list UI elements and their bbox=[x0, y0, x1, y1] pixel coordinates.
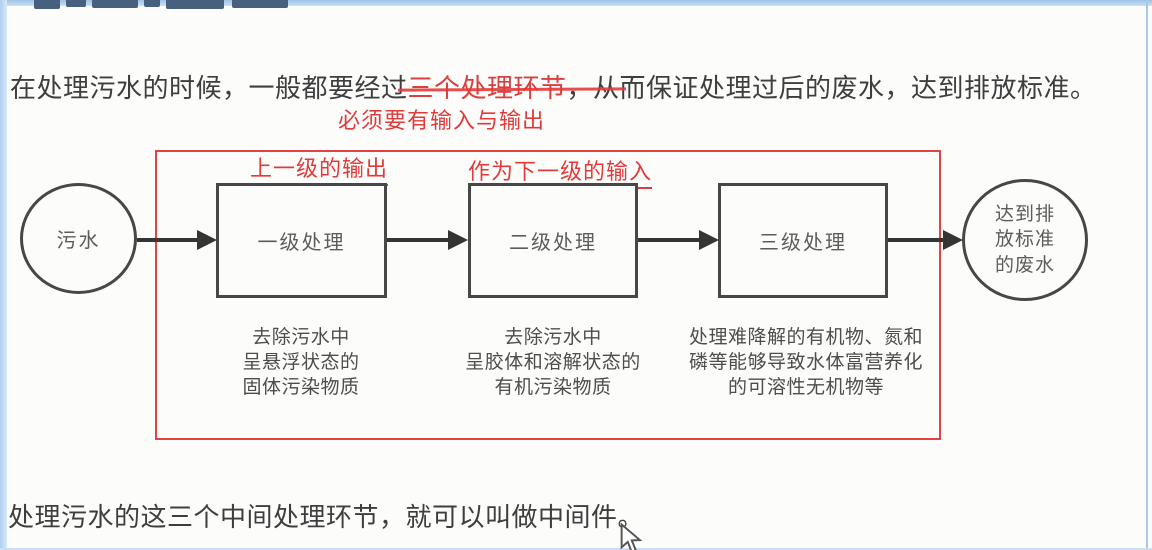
arrow-line bbox=[638, 238, 701, 242]
stage-3-description: 处理难降解的有机物、氮和 磷等能够导致水体富营养化 的可溶性无机物等 bbox=[688, 327, 923, 399]
flow-node-stage-2: 二级处理 bbox=[468, 183, 638, 298]
intro-text-post: ，从而保证处理过后的废水，达到排放标准。 bbox=[566, 73, 1097, 103]
intro-sentence: 在处理污水的时候，一般都要经过三个处理环节，从而保证处理过后的废水，达到排放标准… bbox=[10, 68, 1097, 105]
mouse-cursor-icon bbox=[620, 522, 643, 550]
arrow-line bbox=[387, 238, 450, 242]
arrow-line bbox=[888, 238, 945, 242]
annotation-upper-output: 上一级的输出 bbox=[250, 151, 389, 186]
flow-node-sink-label: 达到排 放标准 的废水 bbox=[994, 203, 1055, 276]
frame-top-border bbox=[0, 0, 1152, 6]
footer-sentence: 处理污水的这三个中间处理环节，就可以叫做中间件。 bbox=[8, 502, 645, 532]
frame-right-border bbox=[1146, 0, 1148, 550]
clipped-heading-fragment bbox=[166, 0, 224, 9]
stage-1-label: 一级处理 bbox=[257, 232, 346, 254]
stage-3-label: 三级处理 bbox=[759, 232, 847, 254]
flow-node-stage-1: 一级处理 bbox=[216, 183, 387, 298]
flow-node-sink: 达到排 放标准 的废水 bbox=[962, 179, 1088, 301]
intro-text-pre: 在处理污水的时候，一般都要经过 bbox=[10, 73, 408, 103]
arrow-line bbox=[137, 238, 200, 242]
flow-node-stage-3: 三级处理 bbox=[718, 183, 888, 298]
red-annotation-rectangle bbox=[155, 150, 941, 440]
flow-node-source-label: 污水 bbox=[56, 230, 101, 252]
stage-2-label: 二级处理 bbox=[509, 232, 597, 254]
clipped-heading-fragment bbox=[66, 0, 86, 7]
clipped-heading-fragment bbox=[144, 0, 160, 7]
arrow-head-icon bbox=[448, 230, 468, 250]
annotation-io-note: 必须要有输入与输出 bbox=[338, 108, 546, 133]
flow-node-source: 污水 bbox=[20, 183, 137, 294]
arrow-head-icon bbox=[943, 230, 963, 250]
arrow-head-icon bbox=[699, 230, 719, 250]
clipped-heading-fragment bbox=[92, 0, 138, 8]
frame-left-border bbox=[0, 0, 7, 550]
frame-bottom-border bbox=[0, 548, 1152, 550]
arrow-head-icon bbox=[197, 230, 217, 250]
clipped-heading-fragment bbox=[232, 0, 288, 8]
clipped-heading-fragment bbox=[34, 0, 60, 9]
stage-2-description: 去除污水中 呈胶体和溶解状态的 有机污染物质 bbox=[465, 327, 641, 399]
stage-1-description: 去除污水中 呈悬浮状态的 固体污染物质 bbox=[242, 327, 360, 399]
